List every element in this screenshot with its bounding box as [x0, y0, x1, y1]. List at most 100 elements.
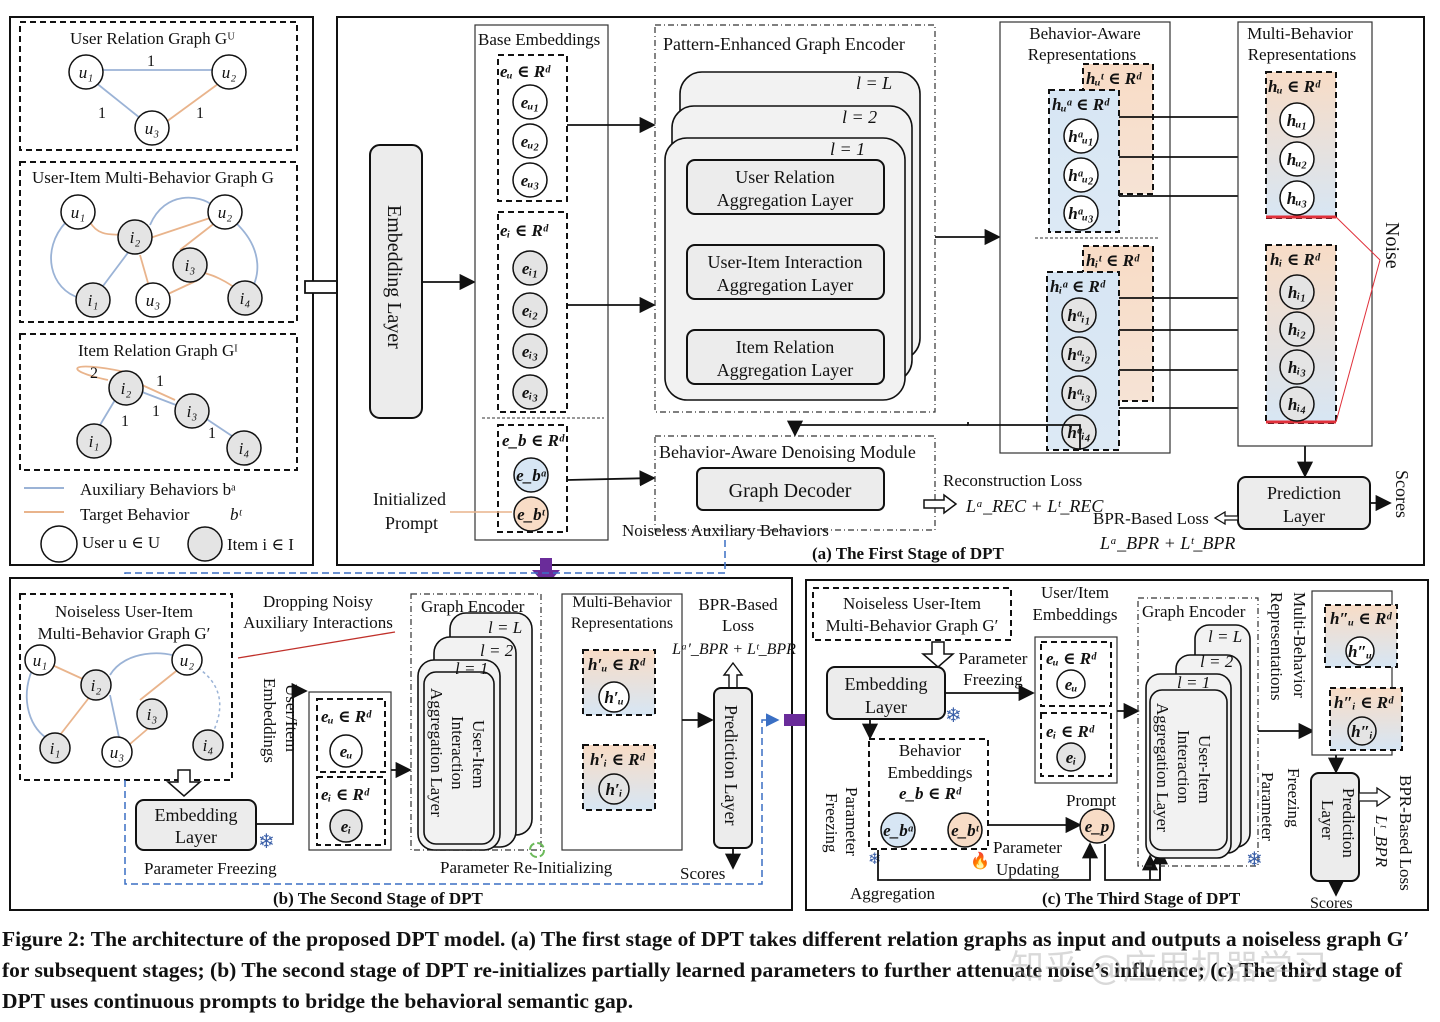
node-label: e_bᵗ: [951, 821, 980, 840]
graph-node: [75, 282, 111, 318]
node-label: eᵢ: [341, 817, 352, 836]
behavior-aware-title: Representations: [1028, 45, 1137, 64]
graph-decoder-label: Graph Decoder: [729, 480, 852, 502]
stage-b-title: (b) The Second Stage of DPT: [273, 889, 483, 908]
node-label: i₃: [187, 402, 198, 421]
node-label: i₁: [88, 291, 99, 310]
graph-node: [947, 812, 983, 848]
stage-c-graph-title: Multi-Behavior Graph G′: [826, 616, 999, 635]
item-embedding-label: eᵢ ∈ Rᵈ: [1046, 722, 1095, 741]
graph-node: [135, 282, 171, 318]
node-label: hᵢ₂: [1288, 320, 1306, 339]
node-label: h″ᵤ: [1348, 642, 1372, 661]
parameter-updating-label: Updating: [996, 860, 1060, 879]
node-label: u₁: [79, 63, 93, 82]
node-label: hᵤ₃: [1287, 189, 1308, 208]
node-label: hᵃᵤ₂: [1068, 166, 1094, 185]
block-label: User-Item: [1195, 735, 1214, 804]
embedding-layer-label: Embedding: [845, 674, 928, 694]
node-group: eᵤ: [329, 734, 363, 768]
graph-node: [1056, 669, 1086, 699]
snowflake-icon: ❄: [868, 851, 881, 868]
layer-index: l = 2: [842, 107, 877, 127]
legend: Auxiliary Behaviors bᵃ Target Behavior b…: [24, 480, 294, 563]
layer-index: l = 1: [1177, 673, 1210, 692]
graph-node: [227, 280, 263, 316]
stage-c-graph-title: Noiseless User-Item: [843, 594, 981, 613]
behavior-aware-title: Behavior-Aware: [1029, 24, 1140, 43]
node-label: hᵃᵢ₂: [1067, 345, 1090, 364]
graph-node: [192, 729, 224, 761]
block-label: Interaction: [448, 716, 467, 790]
node-label: u₂: [180, 651, 195, 670]
graph-node: [211, 54, 247, 90]
user-relation-graph-title: User Relation Graph Gᵁ: [70, 29, 235, 48]
node-label: u₂: [222, 63, 237, 82]
legend-item: Item i ∈ I: [227, 535, 294, 554]
reinit-icon: [529, 842, 545, 858]
legend-user: User u ∈ U: [82, 533, 160, 552]
edge-weight: 1: [208, 425, 216, 442]
legend-auxiliary: Auxiliary Behaviors bᵃ: [80, 480, 236, 499]
stage-a-title: (a) The First Stage of DPT: [812, 544, 1005, 563]
user-target-label: hᵤᵗ ∈ Rᵈ: [1086, 69, 1142, 88]
embeddings-label: User/Item: [1041, 583, 1109, 602]
node-group: h″ᵢ: [1347, 716, 1377, 746]
legend-item-circle: [187, 526, 223, 562]
behavior-embeddings-label: Behavior: [899, 741, 962, 760]
graph-node: [68, 54, 104, 90]
node-label: hᵃᵢ₄: [1067, 423, 1090, 442]
node-label: eᵤ: [340, 742, 353, 761]
node-label: i₁: [89, 432, 100, 451]
graph-node: [1061, 414, 1097, 450]
node-label: eᵢ₃: [522, 342, 538, 361]
graph-node: [1061, 336, 1097, 372]
node-group: e_p: [1079, 808, 1115, 844]
node-label: i₄: [240, 289, 251, 308]
graph-node: [136, 698, 168, 730]
graph-node: [513, 457, 549, 493]
reconstruction-loss-label: Reconstruction Loss: [943, 471, 1082, 490]
user-rep-label: h″ᵤ ∈ Rᵈ: [1330, 609, 1392, 628]
graph-node: [512, 250, 548, 286]
prediction-layer-label: Layer: [1318, 800, 1337, 840]
item-relation-layer: Item Relation Aggregation Layer: [686, 329, 885, 385]
edge-weight: 2: [90, 365, 98, 382]
reinit-label: Parameter Re-Initializing: [440, 858, 613, 877]
graph-node: [80, 669, 112, 701]
graph-encoder-title: Graph Encoder: [1142, 602, 1246, 621]
multi-behavior-title: Multi-Behavior: [1290, 592, 1309, 698]
node-label: hᵢ₁: [1288, 283, 1306, 302]
layer-index: l = 2: [1200, 652, 1234, 671]
graph-node: [1279, 274, 1315, 310]
item-embedding-label: eᵢ ∈ Rᵈ: [321, 785, 370, 804]
fire-icon: 🔥: [970, 851, 990, 870]
item-rep-label: h″ᵢ ∈ Rᵈ: [1334, 693, 1394, 712]
node-label: u₃: [146, 291, 161, 310]
user-relation-layer: User Relation Aggregation Layer: [686, 159, 885, 215]
graph-node: [1279, 102, 1315, 138]
bpr-loss-label: BPR-Based: [698, 595, 778, 614]
block-label: Aggregation Layer: [427, 688, 446, 817]
parameter-freezing-label: Freezing: [963, 670, 1023, 689]
graph-node: [39, 732, 71, 764]
behavior-embeddings-label: e_b ∈ Rᵈ: [899, 784, 962, 803]
graph-node: [1279, 141, 1315, 177]
node-label: i₃: [147, 705, 158, 724]
node-group: h″ᵤ: [1345, 636, 1375, 666]
node-label: i₂: [121, 379, 132, 398]
scores-label: Scores: [680, 864, 725, 883]
node-label: h″ᵢ: [1351, 722, 1373, 741]
stage-a-main: Embedding Layer Base Embeddings eᵤ ∈ Rᵈ …: [336, 16, 1425, 566]
dropping-label: Auxiliary Interactions: [243, 613, 393, 632]
graph-node: [1061, 297, 1097, 333]
graph-node: [24, 644, 56, 676]
graph-node: [1063, 157, 1099, 193]
embedding-layer-label: Embedding: [155, 805, 238, 825]
node-label: eᵢ₃: [522, 383, 538, 402]
